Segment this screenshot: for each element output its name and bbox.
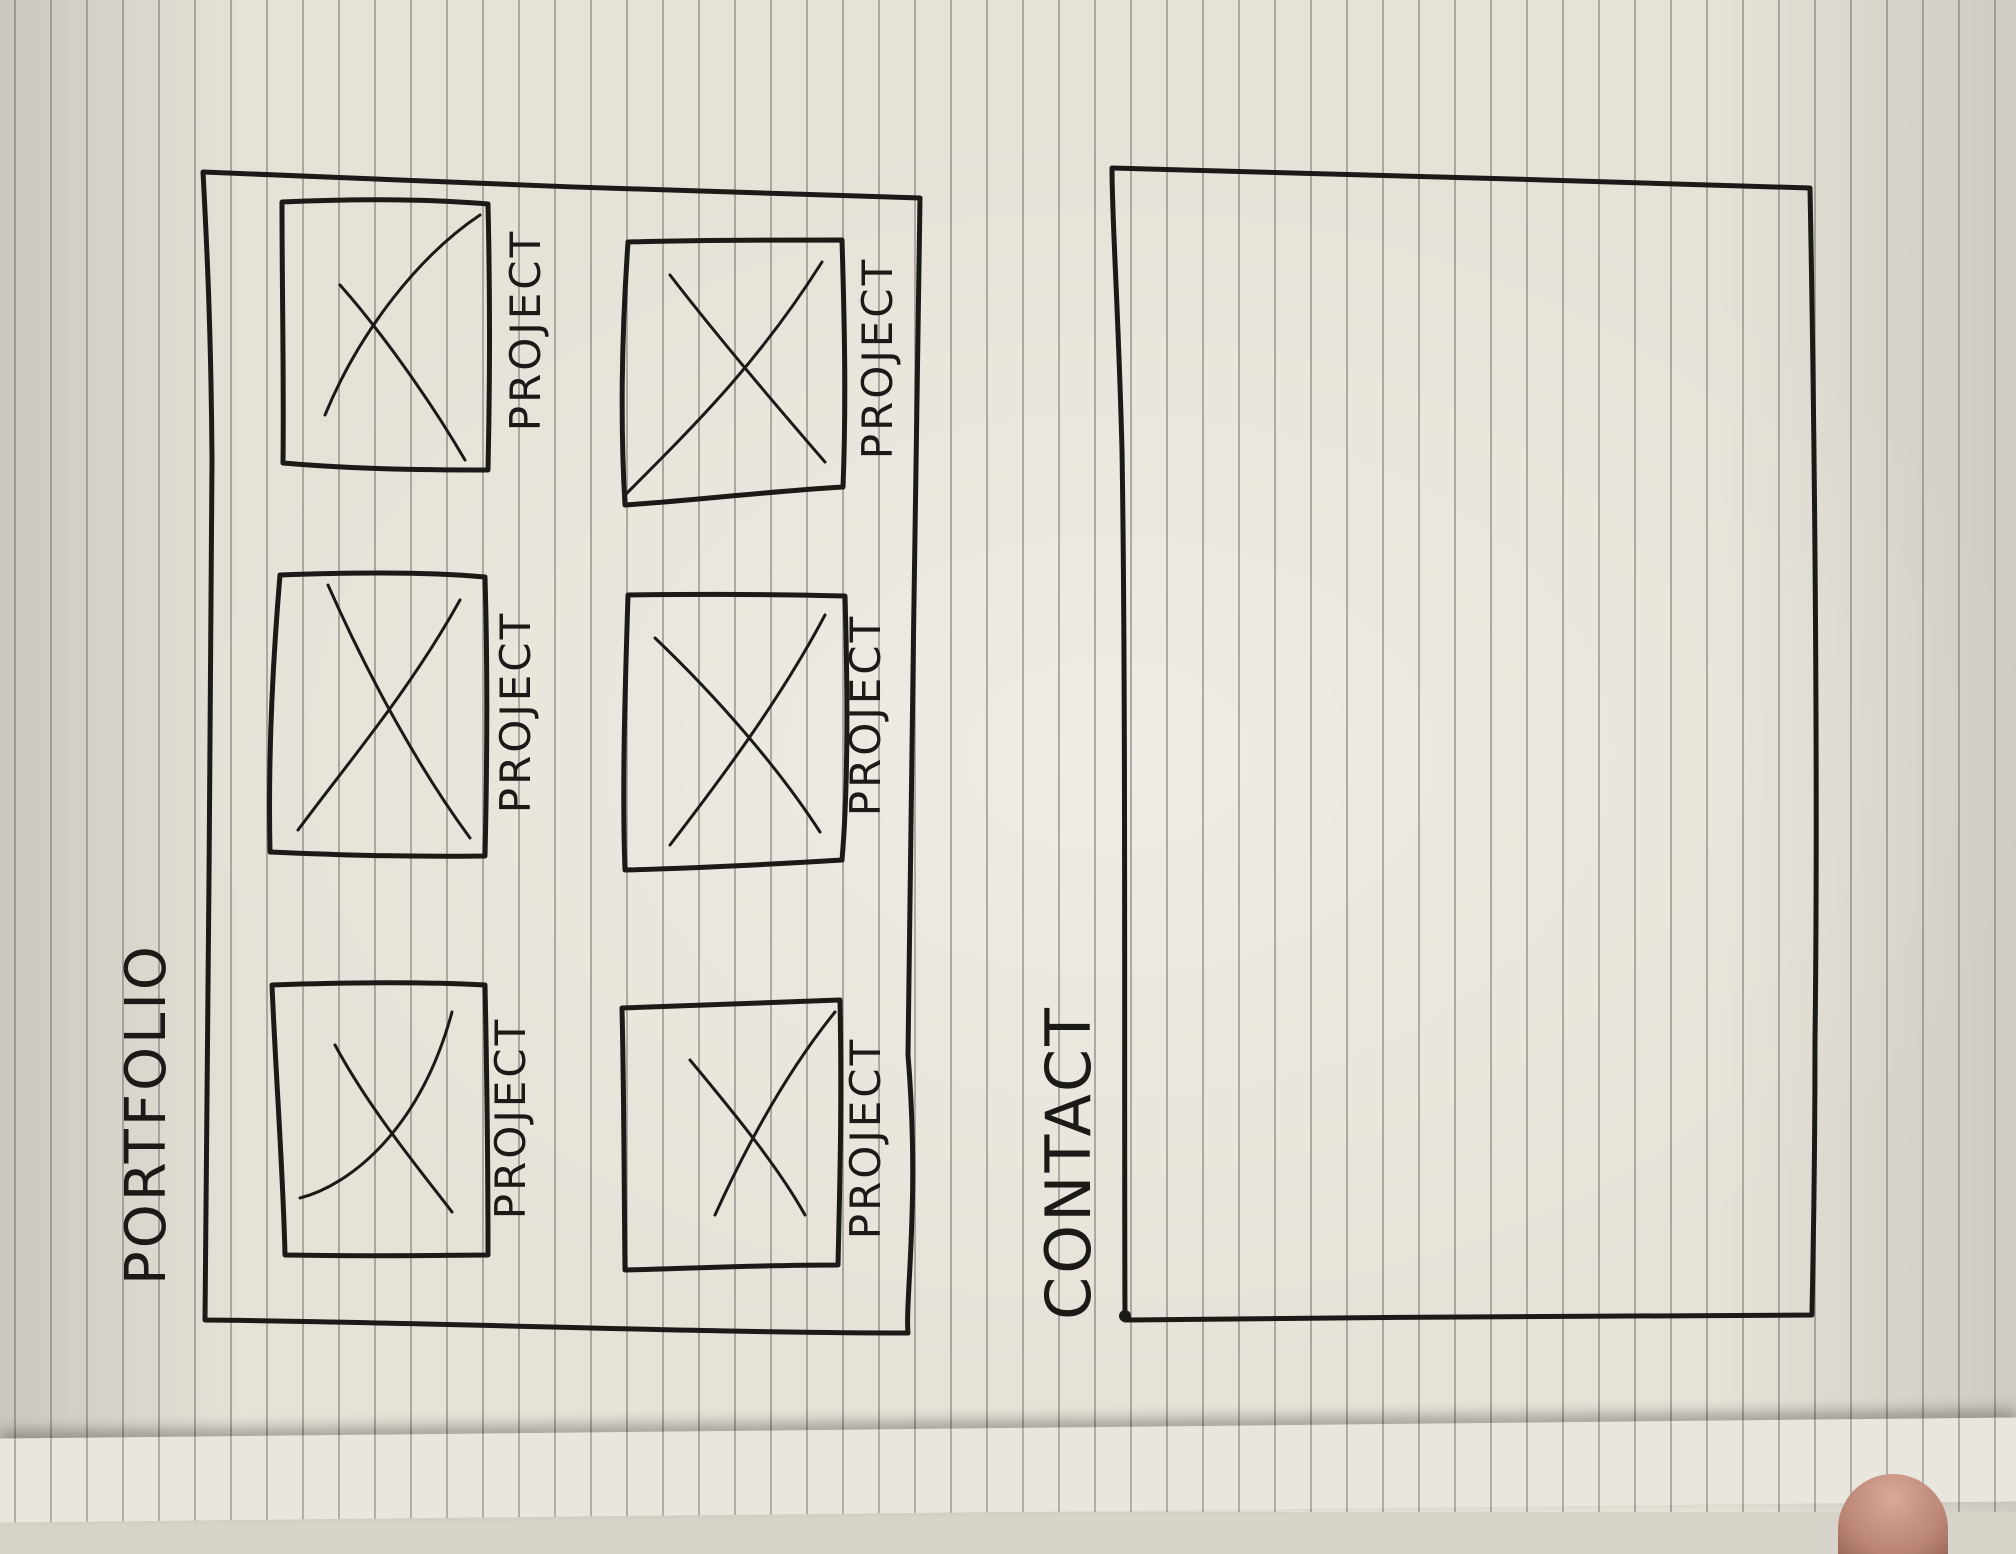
placeholder-cross-icon	[298, 1010, 454, 1214]
project-label: PROJECT	[501, 229, 550, 431]
placeholder-cross-icon	[688, 1010, 837, 1217]
notebook-page	[0, 0, 2016, 1512]
project-tile: PROJECT	[269, 980, 535, 1259]
placeholder-cross-icon	[296, 583, 472, 840]
project-label: PROJECT	[486, 1017, 535, 1219]
project-image-placeholder	[269, 980, 491, 1259]
placeholder-cross-icon	[653, 613, 827, 847]
contact-title: CONTACT	[1032, 1005, 1105, 1320]
wireframe-sketch: PORTFOLIO PROJECT PROJECT PROJECT PROJEC…	[114, 165, 1819, 1336]
contact-frame	[1109, 165, 1819, 1323]
project-label: PROJECT	[841, 614, 890, 816]
project-tile: PROJECT	[266, 570, 540, 859]
placeholder-cross-icon	[323, 213, 482, 462]
project-image-placeholder	[621, 591, 850, 873]
project-image-placeholder	[279, 197, 492, 473]
portfolio-title: PORTFOLIO	[114, 943, 179, 1285]
placeholder-cross-icon	[623, 260, 827, 497]
project-tile: PROJECT	[619, 237, 902, 508]
contact-frame-corner-dot	[1119, 1310, 1131, 1322]
project-label: PROJECT	[841, 1037, 890, 1239]
project-image-placeholder	[619, 997, 844, 1273]
project-label: PROJECT	[853, 257, 902, 459]
portfolio-frame	[200, 169, 923, 1336]
project-tile: PROJECT	[621, 591, 890, 873]
project-tile: PROJECT	[279, 197, 550, 473]
project-image-placeholder	[619, 237, 848, 508]
project-image-placeholder	[266, 570, 490, 859]
project-tile: PROJECT	[619, 997, 890, 1273]
project-label: PROJECT	[491, 611, 540, 813]
